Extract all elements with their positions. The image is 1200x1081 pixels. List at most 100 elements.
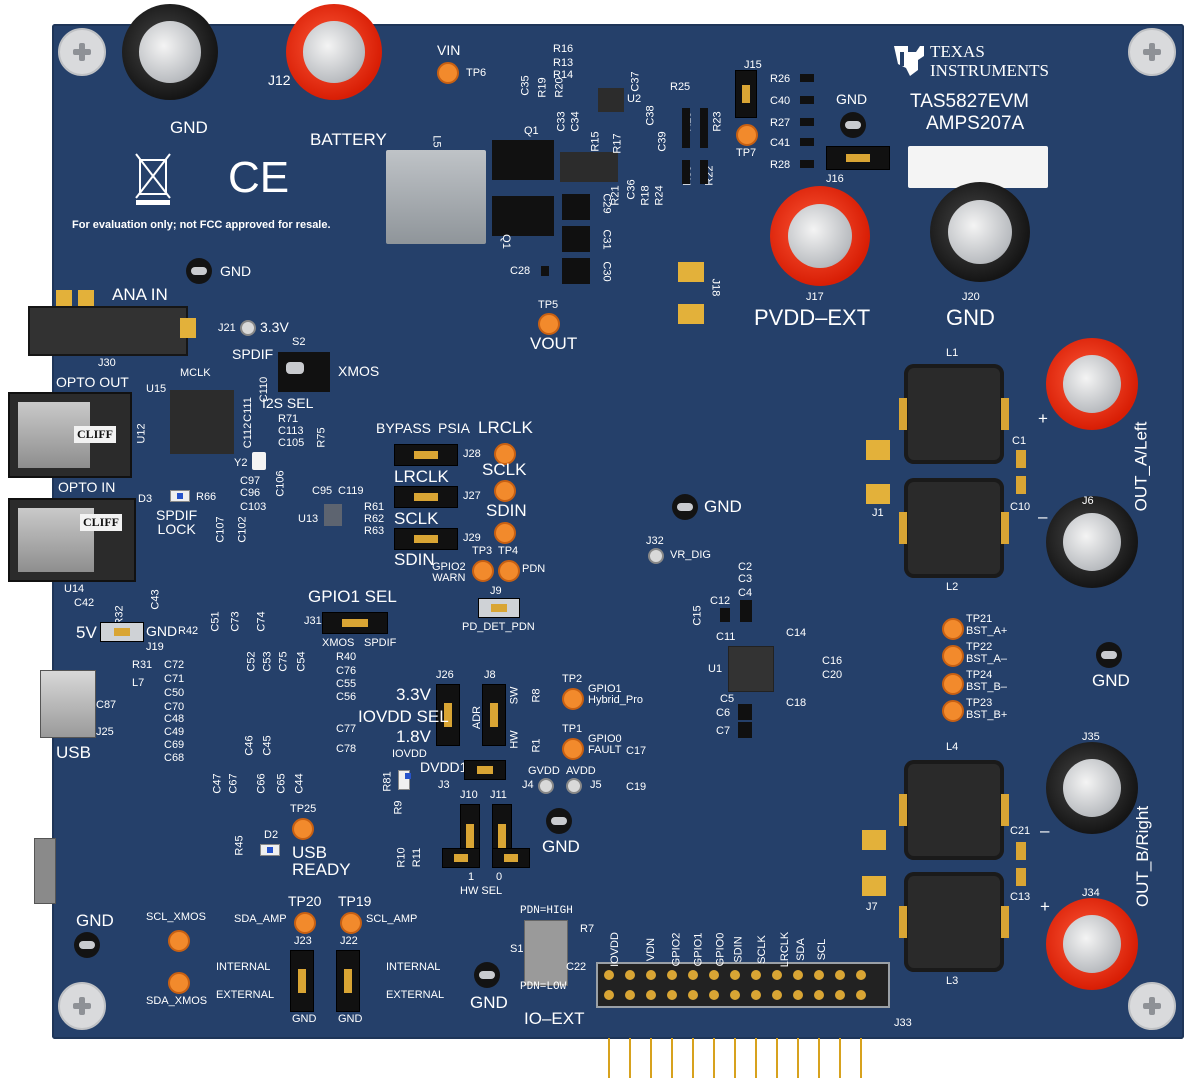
label-tp3: TP3	[472, 545, 493, 557]
label-u15: U15	[146, 383, 167, 395]
label-s2: S2	[292, 336, 306, 348]
label-c36: C36	[625, 179, 638, 200]
mounting-screw-bottom-left	[58, 982, 106, 1030]
label-c66: C66	[255, 773, 268, 794]
jumper-j3-dvdd1[interactable]	[464, 760, 506, 780]
header-lead	[797, 1038, 799, 1078]
label-c105: C105	[278, 437, 305, 449]
capacitor-c1	[1016, 450, 1026, 468]
jumper-j10-horizontal[interactable]	[442, 848, 480, 868]
label-r40: R40	[336, 651, 357, 663]
label-l1: L1	[946, 347, 959, 359]
amplifier-chip-u1	[728, 646, 774, 692]
label-j22: J22	[340, 935, 358, 947]
label-gnd-j22: GND	[338, 1013, 363, 1025]
jumper-j19[interactable]	[100, 622, 144, 642]
label-gnd-mid: GND	[704, 497, 742, 516]
test-point-tp5	[538, 313, 560, 335]
label-c34: C34	[569, 111, 582, 132]
pad-j18-bottom	[678, 304, 704, 324]
test-point-tp21	[942, 618, 964, 640]
label-c20: C20	[822, 669, 843, 681]
binding-post-gnd-j20	[930, 182, 1030, 282]
header-pin	[730, 990, 740, 1000]
jumper-j29[interactable]	[394, 528, 458, 550]
inductor-l1	[899, 364, 1009, 464]
label-opto-in: OPTO IN	[58, 479, 116, 495]
label-c6: C6	[716, 707, 731, 719]
label-avdd: AVDD	[566, 765, 596, 777]
pad-j18-top	[678, 262, 704, 282]
jumper-j28[interactable]	[394, 444, 458, 466]
jumper-j9[interactable]	[478, 598, 520, 618]
label-adr: ADR	[471, 705, 484, 730]
label-hw: HW	[508, 730, 521, 749]
label-tp21: TP21	[966, 613, 993, 625]
header-lead	[713, 1038, 715, 1078]
header-lead	[776, 1038, 778, 1078]
test-point-tp1	[562, 738, 584, 760]
label-external-left: EXTERNAL	[216, 989, 275, 1001]
label-usb-ready: USB READY	[292, 843, 351, 879]
label-c65: C65	[275, 773, 288, 794]
mosfet-q1-lower	[492, 196, 554, 236]
label-j33: J33	[894, 1017, 912, 1029]
edge-connector-left[interactable]	[34, 838, 56, 904]
usb-connector-j25[interactable]	[40, 670, 96, 738]
switch-s2-i2s-select[interactable]	[278, 352, 330, 392]
resistor-r28	[800, 160, 814, 168]
header-pin	[772, 970, 782, 980]
optical-receiver-u14[interactable]	[8, 498, 136, 582]
label-gpio1-hybrid: GPIO1 Hybrid_Pro	[588, 683, 644, 706]
test-point-tp23	[942, 700, 964, 722]
label-gnd-top: GND	[170, 118, 208, 137]
test-point-tp3	[472, 560, 494, 582]
label-pvdd-ext: PVDD–EXT	[754, 305, 871, 330]
switch-s1-pdn[interactable]	[524, 920, 568, 986]
label-r31: R31	[132, 659, 153, 671]
jumper-j16[interactable]	[826, 146, 890, 170]
label-c110: C110	[258, 376, 271, 403]
label-pdn-high: PDN=HIGH	[520, 905, 573, 917]
board-revision: AMPS207A	[926, 113, 1025, 134]
label-r19: R19	[536, 77, 549, 98]
label-hw-sel-0: 0	[496, 871, 503, 883]
jumper-j31[interactable]	[322, 612, 388, 634]
label-j26: J26	[436, 669, 454, 681]
jumper-j27[interactable]	[394, 486, 458, 508]
jumper-j11-horizontal[interactable]	[492, 848, 530, 868]
jumper-j26[interactable]	[436, 684, 460, 746]
label-r62: R62	[364, 513, 385, 525]
label-sdin-tp: SDIN	[486, 501, 527, 520]
label-y2: Y2	[234, 457, 248, 469]
pad-j30-3	[180, 318, 196, 338]
capacitor-c13	[1016, 868, 1026, 886]
label-c49: C49	[164, 726, 185, 738]
test-point-sclk	[494, 480, 516, 502]
label-j4: J4	[522, 779, 534, 791]
jumper-j23[interactable]	[290, 950, 314, 1012]
label-r11: R11	[411, 847, 424, 868]
label-c5: C5	[720, 693, 735, 705]
capacitor-c7	[738, 722, 752, 738]
brand-line-2: Instruments	[930, 61, 1050, 80]
header-j33-io-ext[interactable]	[596, 962, 890, 1008]
label-minus-b: –	[1040, 821, 1050, 840]
label-c72: C72	[164, 659, 185, 671]
label-gnd-left: GND	[220, 263, 252, 279]
jumper-j8-adr[interactable]	[482, 684, 506, 746]
jumper-j15[interactable]	[735, 70, 757, 118]
label-j6: J6	[1082, 495, 1094, 507]
jumper-j22[interactable]	[336, 950, 360, 1012]
audio-jack-j30[interactable]	[28, 306, 188, 356]
label-c75: C75	[277, 651, 290, 672]
label-scl-amp: SCL_AMP	[366, 913, 418, 925]
label-c77: C77	[336, 723, 357, 735]
label-u13: U13	[298, 513, 319, 525]
header-pin	[667, 990, 677, 1000]
binding-post-battery	[286, 4, 382, 100]
label-c16: C16	[822, 655, 843, 667]
label-tp4: TP4	[498, 545, 519, 557]
label-iovdd-sel: IOVDD SEL	[358, 707, 449, 726]
gnd-test-point-left	[186, 258, 212, 284]
